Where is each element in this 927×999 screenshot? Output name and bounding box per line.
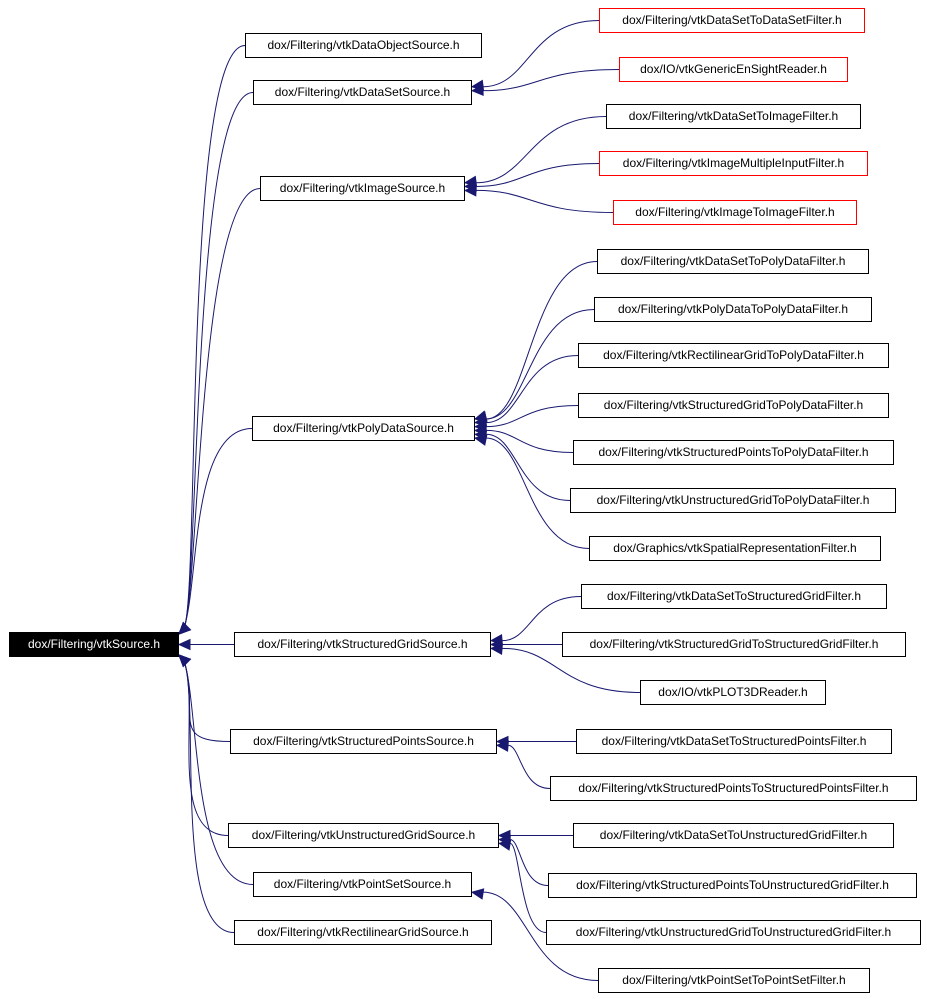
edge-dss-to-root [184, 92, 254, 626]
edge-sptugf-to-ugs [509, 839, 549, 886]
node-gesr[interactable]: dox/IO/vtkGenericEnSightReader.h [619, 57, 848, 82]
node-sptspf[interactable]: dox/Filtering/vtkStructuredPointsToStruc… [550, 776, 917, 801]
edge-rgs-to-root [184, 663, 235, 933]
node-rgtpdf[interactable]: dox/Filtering/vtkRectilinearGridToPolyDa… [578, 343, 889, 368]
arrowhead-gesr-to-dss [470, 84, 484, 96]
arrowhead-sgs-to-root [177, 638, 191, 651]
node-dstif[interactable]: dox/Filtering/vtkDataSetToImageFilter.h [606, 104, 861, 129]
edge-dstsgf-to-sgs [501, 596, 582, 642]
node-pdtpdf[interactable]: dox/Filtering/vtkPolyDataToPolyDataFilte… [594, 297, 872, 322]
arrowhead-p3dr-to-sgs [489, 643, 503, 656]
node-dstdsf[interactable]: dox/Filtering/vtkDataSetToDataSetFilter.… [599, 8, 865, 33]
arrowhead-sptspf-to-sps [495, 740, 509, 752]
edge-is-to-root [184, 188, 261, 626]
node-dstpdf[interactable]: dox/Filtering/vtkDataSetToPolyDataFilter… [597, 249, 869, 274]
node-dstspf[interactable]: dox/Filtering/vtkDataSetToStructuredPoin… [576, 729, 892, 754]
edge-gesr-to-dss [482, 69, 620, 92]
node-pds[interactable]: dox/Filtering/vtkPolyDataSource.h [252, 416, 475, 441]
arrowhead-pstpsf-to-pss [470, 888, 485, 900]
node-dstugf[interactable]: dox/Filtering/vtkDataSetToUnstructuredGr… [573, 823, 894, 848]
edge-pds-to-root [184, 428, 253, 626]
edge-sps-to-root [184, 663, 231, 742]
node-imif[interactable]: dox/Filtering/vtkImageMultipleInputFilte… [599, 151, 868, 176]
node-dos[interactable]: dox/Filtering/vtkDataObjectSource.h [245, 33, 482, 58]
edge-sptpdf-to-pds [485, 429, 574, 453]
node-sps[interactable]: dox/Filtering/vtkStructuredPointsSource.… [230, 729, 497, 754]
edge-rgtpdf-to-pds [485, 355, 579, 424]
edge-sptspf-to-sps [507, 744, 551, 789]
node-srf[interactable]: dox/Graphics/vtkSpatialRepresentationFil… [589, 536, 881, 561]
edge-sgtpdf-to-pds [485, 405, 579, 428]
arrowhead-srf-to-pds [473, 434, 488, 446]
node-ugtugf[interactable]: dox/Filtering/vtkUnstructuredGridToUnstr… [546, 920, 921, 945]
edge-ugtpdf-to-pds [485, 433, 571, 501]
node-sgs[interactable]: dox/Filtering/vtkStructuredGridSource.h [234, 632, 491, 657]
node-rgs[interactable]: dox/Filtering/vtkRectilinearGridSource.h [234, 920, 492, 945]
node-dstsgf[interactable]: dox/Filtering/vtkDataSetToStructuredGrid… [581, 584, 887, 609]
edge-p3dr-to-sgs [501, 647, 641, 693]
edge-pstpsf-to-pss [482, 891, 599, 981]
edge-dstdsf-to-dss [482, 20, 600, 88]
node-sgtsgf[interactable]: dox/Filtering/vtkStructuredGridToStructu… [562, 632, 906, 657]
node-is[interactable]: dox/Filtering/vtkImageSource.h [260, 176, 465, 201]
edge-pss-to-root [184, 663, 254, 885]
edge-imif-to-is [475, 163, 600, 187]
node-ugtpdf[interactable]: dox/Filtering/vtkUnstructuredGridToPolyD… [570, 488, 896, 513]
edge-ugtugf-to-ugs [509, 842, 547, 933]
edge-itif-to-is [475, 189, 614, 213]
edge-dstif-to-is [475, 116, 607, 184]
node-sgtpdf[interactable]: dox/Filtering/vtkStructuredGridToPolyDat… [578, 393, 889, 418]
node-sptugf[interactable]: dox/Filtering/vtkStructuredPointsToUnstr… [548, 873, 917, 898]
node-pstpsf[interactable]: dox/Filtering/vtkPointSetToPointSetFilte… [598, 968, 870, 993]
node-root: dox/Filtering/vtkSource.h [9, 632, 179, 657]
arrowhead-rgs-to-root [178, 654, 192, 668]
node-itif[interactable]: dox/Filtering/vtkImageToImageFilter.h [613, 200, 857, 225]
edge-dos-to-root [184, 45, 246, 626]
node-p3dr[interactable]: dox/IO/vtkPLOT3DReader.h [640, 680, 826, 705]
edge-srf-to-pds [485, 437, 590, 549]
edge-dstpdf-to-pds [485, 261, 598, 420]
node-pss[interactable]: dox/Filtering/vtkPointSetSource.h [253, 872, 472, 897]
edge-pdtpdf-to-pds [485, 309, 595, 420]
arrowhead-itif-to-is [463, 185, 477, 197]
node-ugs[interactable]: dox/Filtering/vtkUnstructuredGridSource.… [228, 823, 499, 848]
node-sptpdf[interactable]: dox/Filtering/vtkStructuredPointsToPolyD… [573, 440, 894, 465]
arrowhead-ugtugf-to-ugs [497, 839, 512, 851]
node-dss[interactable]: dox/Filtering/vtkDataSetSource.h [253, 80, 472, 105]
arrowhead-pds-to-root [178, 621, 192, 635]
